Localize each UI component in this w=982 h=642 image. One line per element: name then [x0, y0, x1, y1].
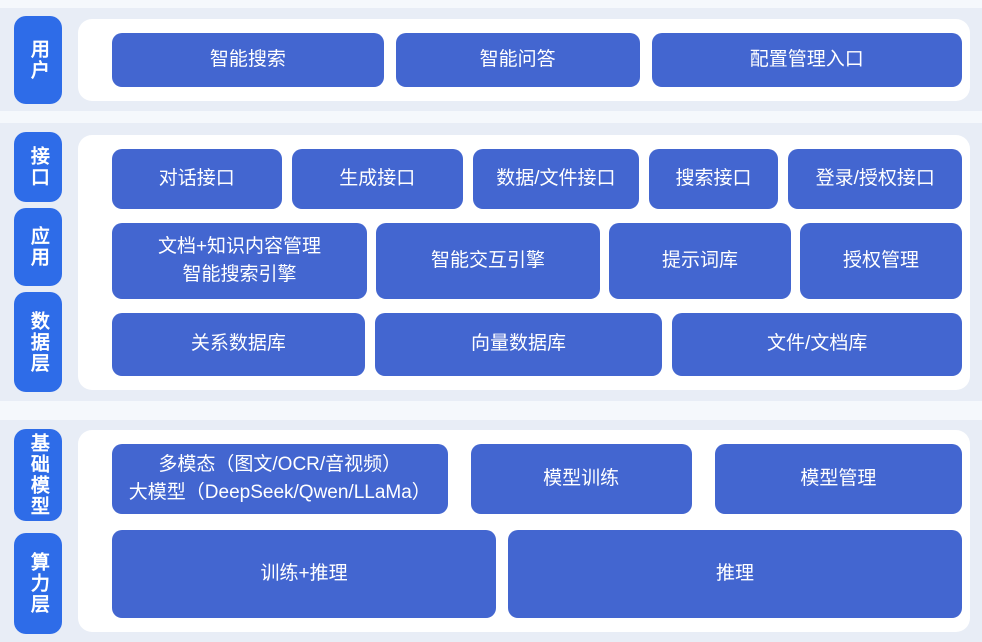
band-panel-foundation-compute: 多模态（图文/OCR/音视频） 大模型（DeepSeek/Qwen/LLaMa）…: [78, 430, 970, 632]
block-config-management-entry: 配置管理入口: [651, 32, 962, 87]
block-model-training: 模型训练: [470, 444, 692, 514]
block-relational-database: 关系数据库: [112, 312, 365, 376]
block-search-api: 搜索接口: [648, 148, 779, 209]
block-row: 多模态（图文/OCR/音视频） 大模型（DeepSeek/Qwen/LLaMa）…: [112, 444, 963, 514]
layer-label-data-layer: 数据层: [14, 292, 62, 392]
layer-label-application: 应用: [14, 208, 62, 286]
block-multimodal-large-model: 多模态（图文/OCR/音视频） 大模型（DeepSeek/Qwen/LLaMa）: [112, 444, 448, 514]
block-row: 训练+推理推理: [112, 530, 962, 618]
layer-label-foundation-model: 基础模型: [14, 428, 62, 521]
block-generation-api: 生成接口: [291, 148, 464, 209]
layer-label-user: 用户: [14, 15, 62, 104]
block-smart-interaction-engine: 智能交互引擎: [376, 222, 600, 299]
block-dialog-api: 对话接口: [112, 148, 282, 209]
block-file-document-store: 文件/文档库: [672, 312, 963, 376]
block-row: 关系数据库向量数据库文件/文档库: [112, 312, 963, 376]
block-row: 文档+知识内容管理 智能搜索引擎智能交互引擎提示词库授权管理: [112, 222, 962, 299]
block-doc-knowledge-management-search-engine: 文档+知识内容管理 智能搜索引擎: [112, 222, 367, 299]
layer-label-interface: 接口: [14, 132, 62, 202]
block-vector-database: 向量数据库: [374, 312, 663, 376]
band-panel-user: 智能搜索智能问答配置管理入口: [78, 18, 970, 101]
block-model-management: 模型管理: [714, 444, 963, 514]
block-prompt-library: 提示词库: [609, 222, 791, 299]
band-foundation-compute: 基础模型算力层 多模态（图文/OCR/音视频） 大模型（DeepSeek/Qwen…: [0, 420, 982, 642]
layer-label-compute-layer: 算力层: [14, 532, 62, 634]
band-user: 用户智能搜索智能问答配置管理入口: [0, 8, 982, 111]
block-authorization-management: 授权管理: [800, 222, 962, 299]
block-login-auth-api: 登录/授权接口: [788, 148, 962, 209]
block-training-inference: 训练+推理: [112, 530, 497, 618]
block-inference: 推理: [508, 530, 962, 618]
layer-labels-column: 基础模型算力层: [14, 428, 62, 634]
block-smart-qa: 智能问答: [395, 32, 640, 87]
block-data-file-api: 数据/文件接口: [473, 148, 639, 209]
layer-labels-column: 用户: [14, 15, 62, 104]
block-row: 对话接口生成接口数据/文件接口搜索接口登录/授权接口: [112, 148, 962, 209]
band-panel-interface-app-data: 对话接口生成接口数据/文件接口搜索接口登录/授权接口文档+知识内容管理 智能搜索…: [78, 134, 970, 390]
band-interface-app-data: 接口应用数据层对话接口生成接口数据/文件接口搜索接口登录/授权接口文档+知识内容…: [0, 123, 982, 401]
block-row: 智能搜索智能问答配置管理入口: [112, 32, 962, 87]
layer-labels-column: 接口应用数据层: [14, 132, 62, 392]
block-smart-search: 智能搜索: [112, 32, 384, 87]
